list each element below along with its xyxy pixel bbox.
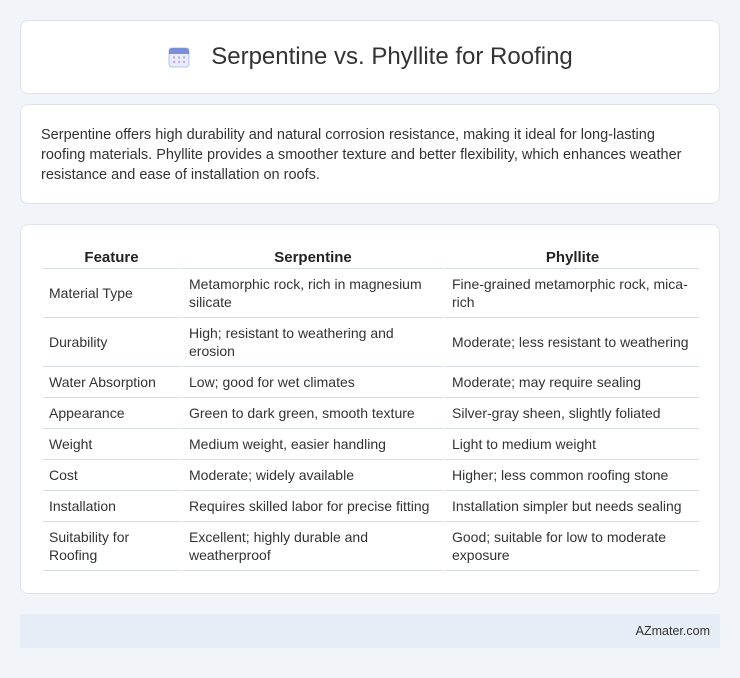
table-row: Durability High; resistant to weathering… [43,318,699,367]
table-row: Material Type Metamorphic rock, rich in … [43,269,699,318]
cell-feature: Suitability for Roofing [43,522,180,571]
table-row: Installation Requires skilled labor for … [43,491,699,522]
comparison-table: Feature Serpentine Phyllite Material Typ… [43,245,699,571]
cell-phyllite: Light to medium weight [443,429,699,460]
header-serpentine: Serpentine [180,245,443,269]
cell-serpentine: Green to dark green, smooth texture [180,398,443,429]
cell-serpentine: Medium weight, easier handling [180,429,443,460]
cell-feature: Durability [43,318,180,367]
cell-phyllite: Silver-gray sheen, slightly foliated [443,398,699,429]
calendar-icon [168,47,190,68]
cell-phyllite: Moderate; less resistant to weathering [443,318,699,367]
cell-serpentine: Requires skilled labor for precise fitti… [180,491,443,522]
comparison-card: Feature Serpentine Phyllite Material Typ… [20,224,720,594]
table-row: Appearance Green to dark green, smooth t… [43,398,699,429]
cell-phyllite: Moderate; may require sealing [443,367,699,398]
page-title: Serpentine vs. Phyllite for Roofing [211,43,573,70]
table-header-row: Feature Serpentine Phyllite [43,245,699,269]
table-row: Suitability for Roofing Excellent; highl… [43,522,699,571]
intro-card: Serpentine offers high durability and na… [20,104,720,204]
cell-serpentine: Metamorphic rock, rich in magnesium sili… [180,269,443,318]
cell-serpentine: High; resistant to weathering and erosio… [180,318,443,367]
footer: AZmater.com [20,614,720,648]
cell-serpentine: Low; good for wet climates [180,367,443,398]
table-row: Weight Medium weight, easier handling Li… [43,429,699,460]
cell-phyllite: Higher; less common roofing stone [443,460,699,491]
cell-serpentine: Moderate; widely available [180,460,443,491]
source-link[interactable]: AZmater.com [635,624,710,638]
cell-feature: Material Type [43,269,180,318]
table-row: Cost Moderate; widely available Higher; … [43,460,699,491]
cell-feature: Installation [43,491,180,522]
cell-phyllite: Good; suitable for low to moderate expos… [443,522,699,571]
title-card: Serpentine vs. Phyllite for Roofing [20,20,720,94]
cell-serpentine: Excellent; highly durable and weatherpro… [180,522,443,571]
cell-phyllite: Installation simpler but needs sealing [443,491,699,522]
cell-feature: Cost [43,460,180,491]
table-row: Water Absorption Low; good for wet clima… [43,367,699,398]
cell-phyllite: Fine-grained metamorphic rock, mica-rich [443,269,699,318]
intro-text: Serpentine offers high durability and na… [41,127,682,183]
header-feature: Feature [43,245,180,269]
cell-feature: Weight [43,429,180,460]
header-phyllite: Phyllite [443,245,699,269]
cell-feature: Appearance [43,398,180,429]
cell-feature: Water Absorption [43,367,180,398]
